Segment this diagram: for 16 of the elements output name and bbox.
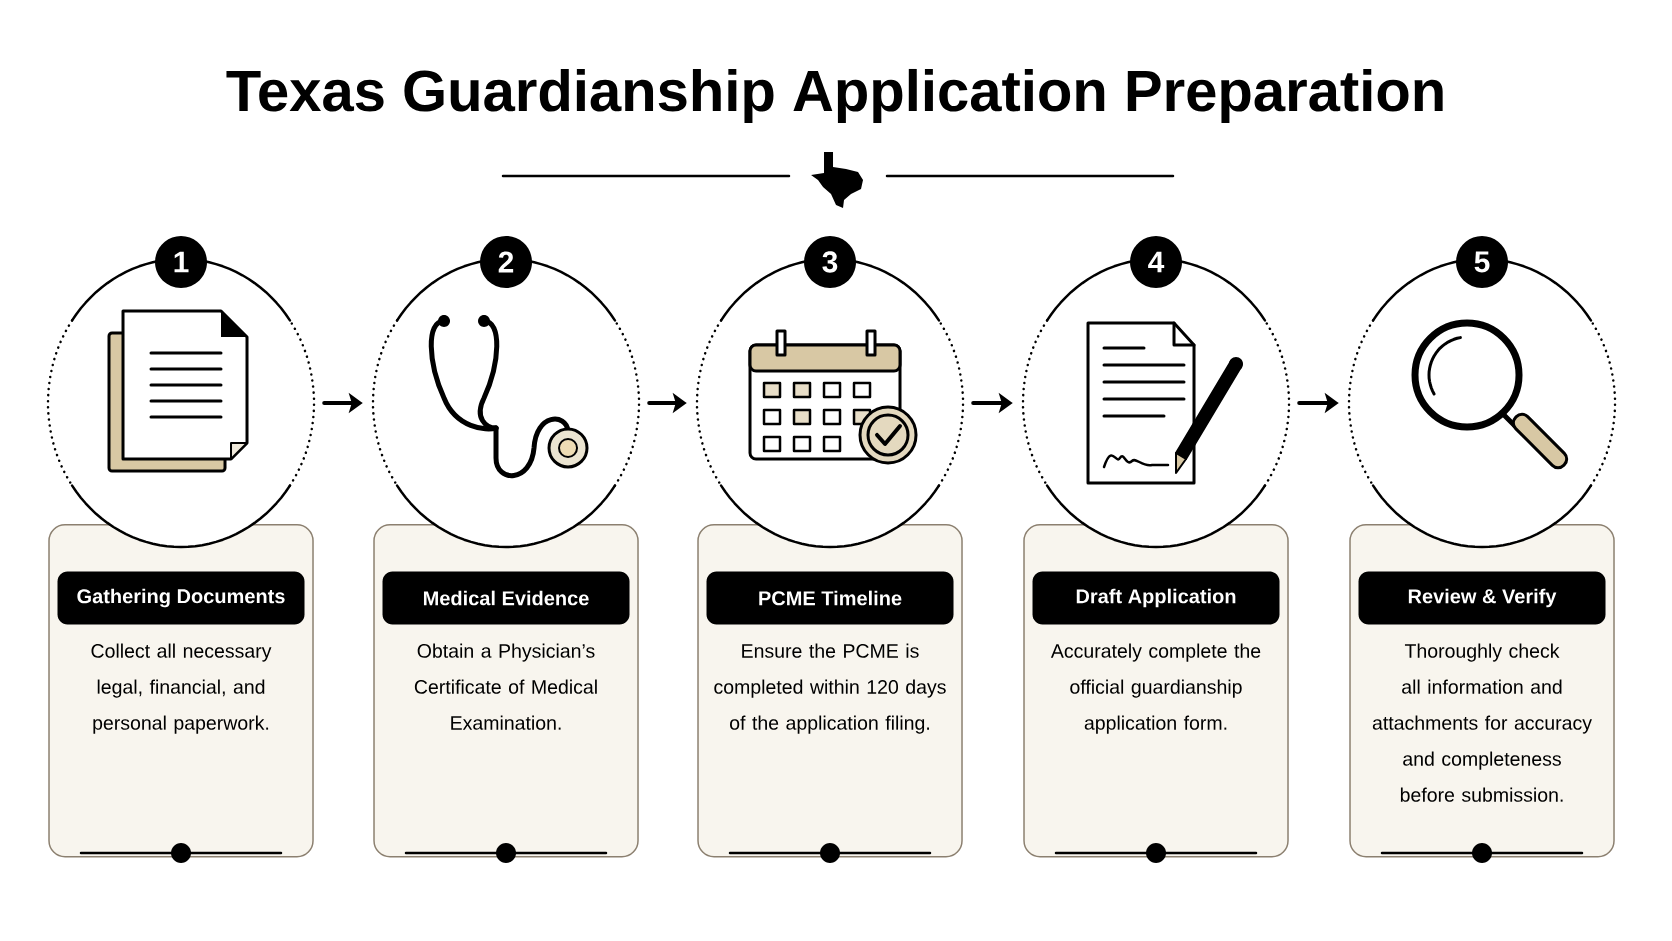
step-heading: Draft Application [1032,571,1280,625]
step-description: Accurately complete the official guardianship application form. [1050,643,1261,734]
step-description: Ensure the PCME is completed within 120 days of the application filing. [714,643,946,734]
step-number-badge: 1 [155,236,207,288]
step-description: Thoroughly check all information and attachments for accuracy and completeness before submission. [1372,643,1592,802]
title: Texas Guardianship Application Preparation [226,68,1443,123]
step-number-badge: 2 [480,236,532,288]
step-number-badge: 5 [1456,236,1508,288]
step-heading: Medical Evidence [382,571,630,625]
step-heading: PCME Timeline [706,571,954,625]
step-description: Obtain a Physician’s Certificate of Medical Examination. [414,643,597,730]
step-number-badge: 3 [804,236,856,288]
step-heading: Review & Verify [1358,571,1606,625]
step-heading: Gathering Documents [57,571,305,625]
step-description: Collect all necessary legal, financial, and personal paperwork. [91,643,272,734]
step-number-badge: 4 [1130,236,1182,288]
